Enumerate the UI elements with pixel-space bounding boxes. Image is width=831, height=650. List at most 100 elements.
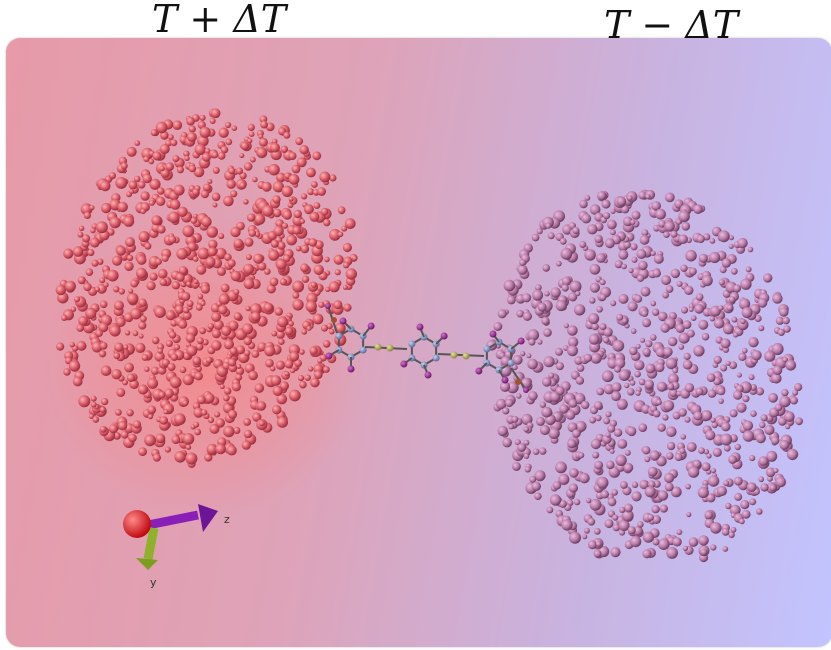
atom (645, 363, 656, 374)
atom (644, 379, 654, 390)
atom (663, 400, 675, 412)
atom (91, 341, 103, 353)
atom (665, 285, 674, 293)
atom (150, 129, 158, 137)
atom (618, 520, 630, 531)
atom (306, 167, 316, 178)
atom (745, 266, 752, 273)
atom (204, 393, 215, 404)
atom (698, 447, 705, 454)
atom (321, 324, 328, 332)
atom (202, 339, 209, 346)
halogen-atom (475, 367, 483, 375)
atom (141, 354, 149, 361)
atom (526, 353, 532, 359)
atom (601, 370, 614, 383)
atom (342, 284, 348, 290)
atom (135, 342, 146, 353)
atom (756, 508, 763, 515)
atom (773, 467, 779, 474)
atom (164, 388, 174, 399)
atom (207, 323, 215, 330)
atom (253, 253, 264, 264)
atom (528, 338, 536, 346)
atom (204, 148, 211, 154)
atom (690, 315, 697, 321)
atom (649, 450, 660, 461)
atom (638, 378, 646, 386)
atom (272, 195, 281, 204)
atom (686, 329, 695, 338)
atom (522, 293, 532, 303)
atom (295, 245, 302, 252)
atom (195, 342, 204, 351)
linker-atom (450, 351, 458, 359)
atom (712, 447, 722, 457)
atom (678, 344, 685, 350)
atom (638, 191, 647, 200)
atom (77, 231, 84, 238)
atom (78, 395, 91, 408)
atom (203, 183, 211, 192)
atom (583, 353, 592, 363)
atom (307, 188, 315, 196)
atom (116, 388, 126, 397)
atom (555, 300, 567, 312)
atom (76, 340, 87, 351)
atom (301, 275, 310, 283)
atom (722, 546, 729, 552)
atom (718, 230, 730, 243)
atom (634, 360, 645, 371)
atom (144, 242, 152, 250)
atom (678, 332, 690, 344)
atom (194, 428, 202, 436)
atom (197, 293, 204, 300)
atom (300, 218, 305, 224)
atom (739, 298, 751, 310)
atom (179, 366, 187, 374)
atom (607, 497, 617, 507)
atom (672, 537, 682, 547)
atom (568, 399, 578, 408)
atom (226, 179, 236, 189)
atom (272, 208, 282, 218)
atom (323, 218, 331, 227)
atom (740, 278, 752, 290)
3d-viewport[interactable]: z y (6, 38, 831, 647)
atom (624, 382, 630, 389)
atom (333, 300, 343, 310)
atom (567, 345, 578, 357)
atom (64, 280, 76, 292)
ring-atom (408, 340, 416, 348)
atom (85, 307, 97, 319)
atom (777, 328, 785, 336)
atom (542, 377, 552, 387)
atom (631, 210, 641, 220)
atom (241, 440, 251, 450)
atom (769, 484, 777, 492)
atom (212, 202, 218, 208)
atom (539, 401, 547, 408)
atom (258, 137, 268, 147)
atom (193, 279, 199, 285)
atom (707, 389, 717, 398)
atom (763, 273, 773, 283)
atom (534, 470, 546, 482)
molecular-scene[interactable]: z y (6, 38, 831, 647)
atom (256, 401, 267, 411)
atom (85, 268, 94, 276)
atom (775, 316, 785, 325)
atom (589, 498, 602, 511)
atom (706, 373, 716, 382)
atom (159, 416, 168, 425)
atom (83, 211, 91, 219)
atom (99, 342, 108, 350)
atom (227, 259, 236, 268)
atom (666, 426, 677, 438)
atom (304, 374, 312, 382)
atom (707, 475, 720, 487)
atom (748, 337, 759, 348)
atom (243, 336, 253, 346)
atom (212, 166, 220, 174)
atom (523, 453, 530, 459)
